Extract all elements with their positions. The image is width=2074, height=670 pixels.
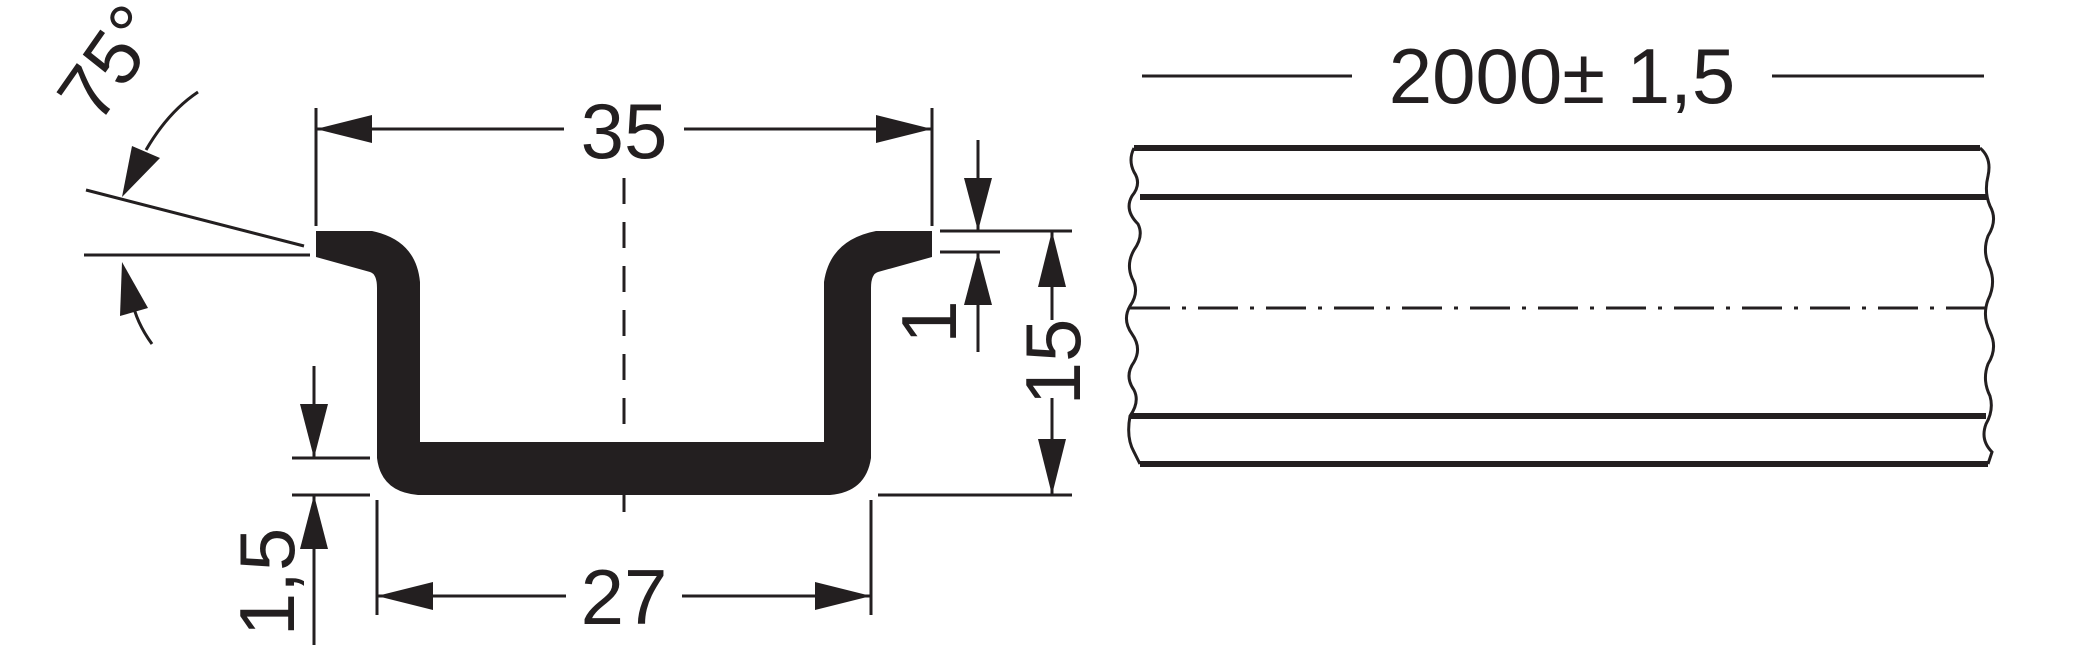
flange-arrow-top [964, 178, 992, 231]
top-width-arrow-left [316, 115, 372, 143]
top-width-label: 35 [581, 87, 668, 175]
bottom-width-arrow-right [815, 582, 871, 610]
base-arrow-top [300, 404, 328, 458]
angle-arrow-bottom [120, 262, 148, 316]
height-arrow-top [1038, 231, 1066, 287]
flange-arrow-bottom [964, 252, 992, 305]
break-line-left [1125, 147, 1142, 465]
break-line-right [1978, 146, 1995, 465]
bottom-width-arrow-left [377, 582, 433, 610]
height-label: 15 [1009, 319, 1097, 406]
bottom-width-label: 27 [581, 553, 668, 641]
top-width-arrow-right [876, 115, 932, 143]
base-arrow-bottom [300, 495, 328, 549]
height-arrow-bottom [1038, 439, 1066, 495]
angle-leader-top [144, 90, 199, 151]
cross-section-view: 35 27 15 1 1,5 [40, 0, 1097, 645]
side-view: 2000± 1,5 [1125, 32, 1996, 467]
base-thickness-label: 1,5 [223, 528, 311, 636]
flange-thickness-label: 1 [885, 300, 973, 343]
length-label: 2000± 1,5 [1389, 32, 1735, 120]
angle-label: 75° [40, 0, 180, 136]
angle-arrow-top [122, 146, 160, 197]
angle-ref-inclined [85, 188, 305, 248]
